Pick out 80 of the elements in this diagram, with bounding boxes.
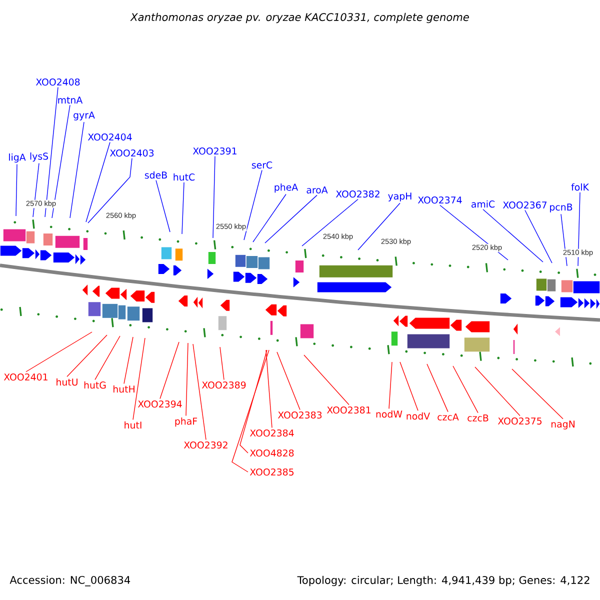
leader-line bbox=[124, 336, 134, 384]
gene-label: hutC bbox=[174, 173, 195, 181]
leader-line bbox=[244, 170, 262, 240]
gene-label: XOO2375 bbox=[498, 417, 542, 425]
leader-line bbox=[266, 350, 272, 428]
leader-line bbox=[426, 364, 448, 412]
leader-line bbox=[512, 368, 564, 420]
leader-line bbox=[156, 180, 170, 232]
gene-label: XOO4828 bbox=[250, 449, 294, 457]
gene-label: hutU bbox=[56, 378, 78, 386]
gene-label: serC bbox=[252, 161, 272, 169]
gene-label: XOO2401 bbox=[4, 373, 48, 381]
gene-label: czcA bbox=[438, 414, 459, 420]
gene-label: XOO2391 bbox=[192, 147, 236, 155]
gene-label: XOO2374 bbox=[418, 196, 462, 204]
leader-line bbox=[474, 366, 520, 416]
gene-label: lysS bbox=[30, 152, 48, 162]
title: Xanthomonas oryzae pv. oryzae KACC10331, complete genome bbox=[130, 12, 469, 24]
leader-line bbox=[276, 352, 300, 410]
gene-label: XOO2383 bbox=[278, 411, 322, 419]
gene-label: phaF bbox=[175, 417, 198, 427]
leader-line bbox=[232, 350, 270, 472]
leader-line bbox=[304, 354, 350, 406]
gene-label: XOO2385 bbox=[250, 468, 294, 476]
leader-line bbox=[578, 192, 580, 266]
leader-line bbox=[86, 142, 110, 222]
gene-label: nodW bbox=[376, 410, 402, 418]
gene-label: pcnB bbox=[550, 204, 572, 212]
gene-label: hutI bbox=[124, 421, 142, 429]
gene-label: sdeB bbox=[144, 171, 167, 179]
gene-label: XOO2404 bbox=[88, 133, 132, 141]
gene-label: XOO2384 bbox=[250, 429, 294, 437]
leader-line bbox=[400, 362, 418, 412]
gene-label: yapH bbox=[388, 192, 412, 202]
gene-label: nagN bbox=[551, 420, 574, 430]
gene-label: XOO2381 bbox=[326, 406, 370, 414]
leader-line bbox=[186, 342, 188, 416]
leader-line bbox=[240, 350, 268, 454]
gene-label: ligA bbox=[9, 153, 26, 163]
gene-label: czcB bbox=[468, 414, 488, 422]
gene-label: pheA bbox=[274, 183, 298, 193]
gene-label: XOO2392 bbox=[184, 441, 228, 449]
leader-line bbox=[26, 332, 92, 372]
leader-line bbox=[160, 342, 180, 400]
leader-line bbox=[252, 194, 286, 242]
gene-label: XOO2408 bbox=[36, 78, 80, 86]
gene-label: nodV bbox=[406, 412, 430, 420]
leader-line bbox=[192, 344, 206, 440]
gene-label: mtnA bbox=[58, 96, 83, 104]
footer-text: Accession: NC_006834 bbox=[10, 576, 130, 586]
leader-line bbox=[482, 208, 544, 262]
leader-line bbox=[66, 334, 108, 378]
leader-line bbox=[70, 122, 84, 218]
leader-line bbox=[44, 86, 58, 218]
leader-line bbox=[220, 346, 224, 380]
gene-label: hutH bbox=[114, 385, 134, 393]
gene-label: XOO2382 bbox=[336, 190, 380, 198]
leader-line bbox=[182, 182, 184, 234]
leader-line bbox=[358, 202, 400, 250]
gene-label: folK bbox=[571, 183, 590, 191]
leader-line bbox=[94, 336, 120, 380]
gene-label: hutG bbox=[84, 381, 106, 389]
leader-line bbox=[52, 104, 70, 218]
leader-line bbox=[452, 366, 478, 414]
leader-line bbox=[212, 156, 216, 238]
gene-label: XOO2389 bbox=[202, 381, 246, 389]
gene-label: XOO2367 bbox=[502, 201, 547, 209]
gene-label: aroA bbox=[306, 186, 328, 194]
leader-line bbox=[302, 198, 358, 246]
gene-label: gyrA bbox=[74, 112, 95, 120]
leader-line bbox=[88, 158, 132, 224]
footer-text: Topology: circular; Length: 4,941,439 bp; Genes: 4,122 bbox=[297, 576, 590, 586]
leader-line bbox=[132, 338, 146, 420]
leader-line bbox=[16, 164, 18, 216]
gene-label: XOO2403 bbox=[110, 149, 154, 157]
leader-line bbox=[388, 362, 392, 410]
leader-line bbox=[264, 194, 318, 244]
gene-label: amiC bbox=[472, 200, 495, 208]
gene-label: XOO2394 bbox=[138, 400, 182, 408]
leader-line bbox=[524, 210, 552, 264]
